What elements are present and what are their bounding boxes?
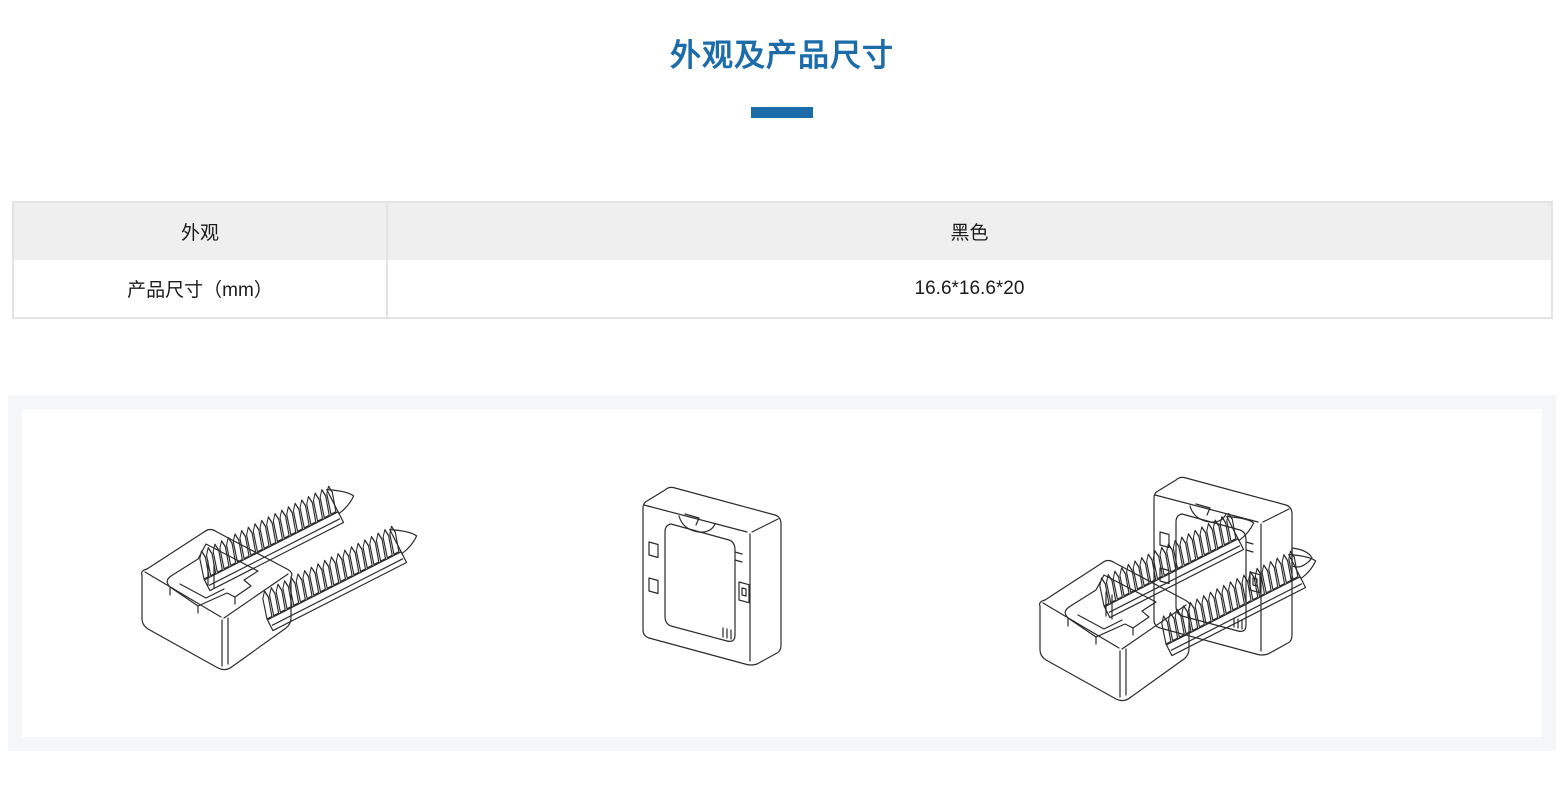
table-row: 外观 黑色 xyxy=(14,203,1551,260)
drawing-square-frame xyxy=(637,478,807,678)
spec-label-dimensions: 产品尺寸（mm） xyxy=(127,280,273,301)
product-drawings-panel xyxy=(8,395,1556,751)
section-header: 外观及产品尺寸 xyxy=(0,0,1564,118)
spec-label-appearance: 外观 xyxy=(180,223,219,244)
drawing-clip-with-serrated-straps xyxy=(132,467,442,687)
drawing-assembled-clip-and-frame xyxy=(1022,460,1332,705)
spec-value-dimensions: 16.6*16.6*20 xyxy=(386,260,1551,317)
spec-table: 外观 黑色 产品尺寸（mm） 16.6*16.6*20 xyxy=(12,201,1553,319)
table-row: 产品尺寸（mm） 16.6*16.6*20 xyxy=(14,260,1551,317)
title-underline-dash xyxy=(751,107,813,118)
page-title: 外观及产品尺寸 xyxy=(670,38,894,73)
drawings-inner xyxy=(22,409,1542,737)
spec-value-color: 黑色 xyxy=(386,203,1551,260)
